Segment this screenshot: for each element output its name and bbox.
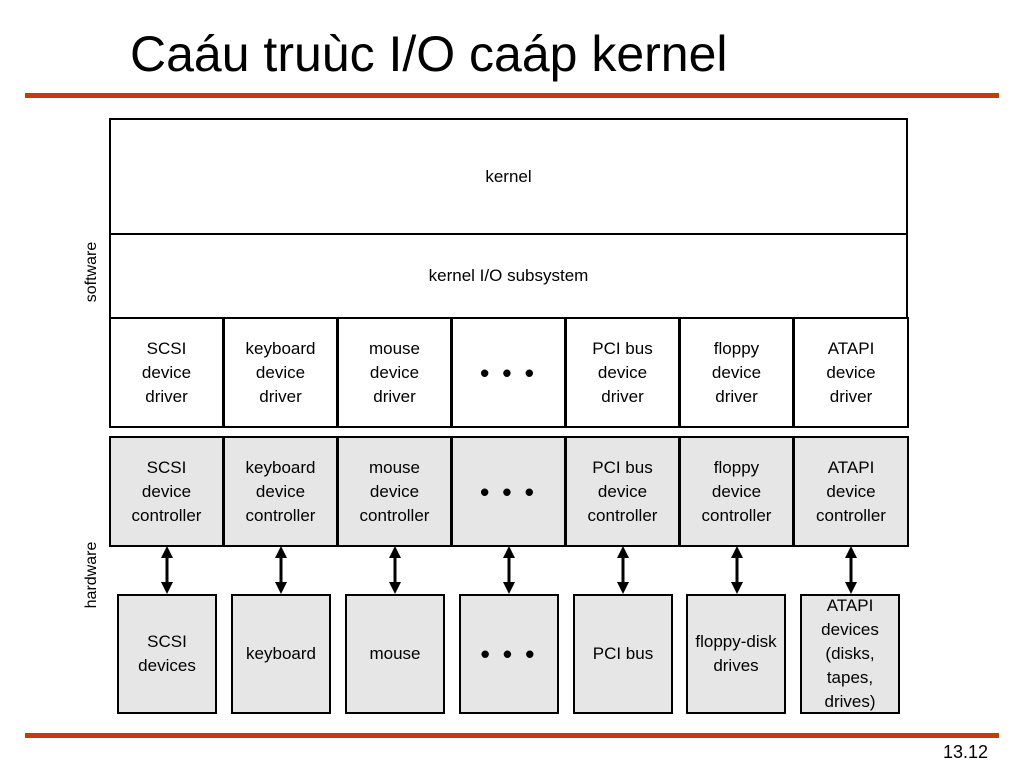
device-box: ATAPI devices (disks, tapes, drives): [800, 594, 900, 714]
controller-box: ATAPI device controller: [793, 436, 909, 547]
driver-label: mouse device driver: [368, 338, 421, 406]
controller-box: keyboard device controller: [223, 436, 338, 547]
hardware-label: hardware: [83, 541, 100, 609]
device-box: keyboard: [231, 594, 331, 714]
device-box: • • •: [459, 594, 559, 714]
driver-label: PCI bus device driver: [592, 338, 653, 406]
driver-label: • • •: [480, 357, 537, 388]
controller-label: ATAPI device controller: [816, 457, 886, 525]
driver-label: SCSI device driver: [141, 338, 192, 406]
controller-label: SCSI device controller: [131, 457, 202, 525]
device-box: floppy-disk drives: [686, 594, 786, 714]
driver-box: PCI bus device driver: [565, 317, 680, 428]
device-label: floppy-disk drives: [695, 632, 777, 675]
controller-label: floppy device controller: [701, 457, 772, 525]
kernel-io-subsystem-label: kernel I/O subsystem: [428, 266, 589, 285]
driver-box: ATAPI device driver: [793, 317, 909, 428]
device-box: mouse: [345, 594, 445, 714]
driver-label: ATAPI device driver: [826, 338, 876, 406]
device-label: SCSI devices: [138, 632, 196, 675]
bidirectional-arrow-icon: [617, 546, 629, 594]
controller-label: • • •: [480, 476, 537, 507]
kernel-box: kernel: [109, 118, 908, 235]
bidirectional-arrow-icon: [731, 546, 743, 594]
bidirectional-arrow-icon: [503, 546, 515, 594]
device-box: PCI bus: [573, 594, 673, 714]
driver-label: floppy device driver: [711, 338, 762, 406]
controller-label: keyboard device controller: [245, 457, 316, 525]
controller-box: mouse device controller: [337, 436, 452, 547]
driver-box: SCSI device driver: [109, 317, 224, 428]
page-title: Caáu truùc I/O caáp kernel: [130, 26, 728, 82]
driver-box: mouse device driver: [337, 317, 452, 428]
device-label: • • •: [480, 639, 538, 669]
kernel-io-subsystem-box: kernel I/O subsystem: [109, 233, 908, 319]
controller-box: SCSI device controller: [109, 436, 224, 547]
controller-box: • • •: [451, 436, 566, 547]
page-number: 13.12: [942, 742, 988, 762]
device-label: PCI bus: [592, 644, 654, 663]
device-label: keyboard: [246, 644, 316, 663]
controller-label: mouse device controller: [359, 457, 430, 525]
software-label: software: [83, 241, 100, 303]
device-box: SCSI devices: [117, 594, 217, 714]
bidirectional-arrow-icon: [275, 546, 287, 594]
driver-box: keyboard device driver: [223, 317, 338, 428]
bidirectional-arrow-icon: [389, 546, 401, 594]
controller-label: PCI bus device controller: [587, 457, 658, 525]
footer-divider: [25, 733, 999, 738]
controller-box: PCI bus device controller: [565, 436, 680, 547]
title-divider: [25, 93, 999, 98]
driver-label: keyboard device driver: [245, 338, 316, 406]
device-label: ATAPI devices (disks, tapes, drives): [821, 596, 879, 711]
kernel-label: kernel: [485, 166, 532, 186]
bidirectional-arrow-icon: [161, 546, 173, 594]
driver-box: floppy device driver: [679, 317, 794, 428]
bidirectional-arrow-icon: [845, 546, 857, 594]
driver-box: • • •: [451, 317, 566, 428]
controller-box: floppy device controller: [679, 436, 794, 547]
device-label: mouse: [369, 644, 421, 663]
